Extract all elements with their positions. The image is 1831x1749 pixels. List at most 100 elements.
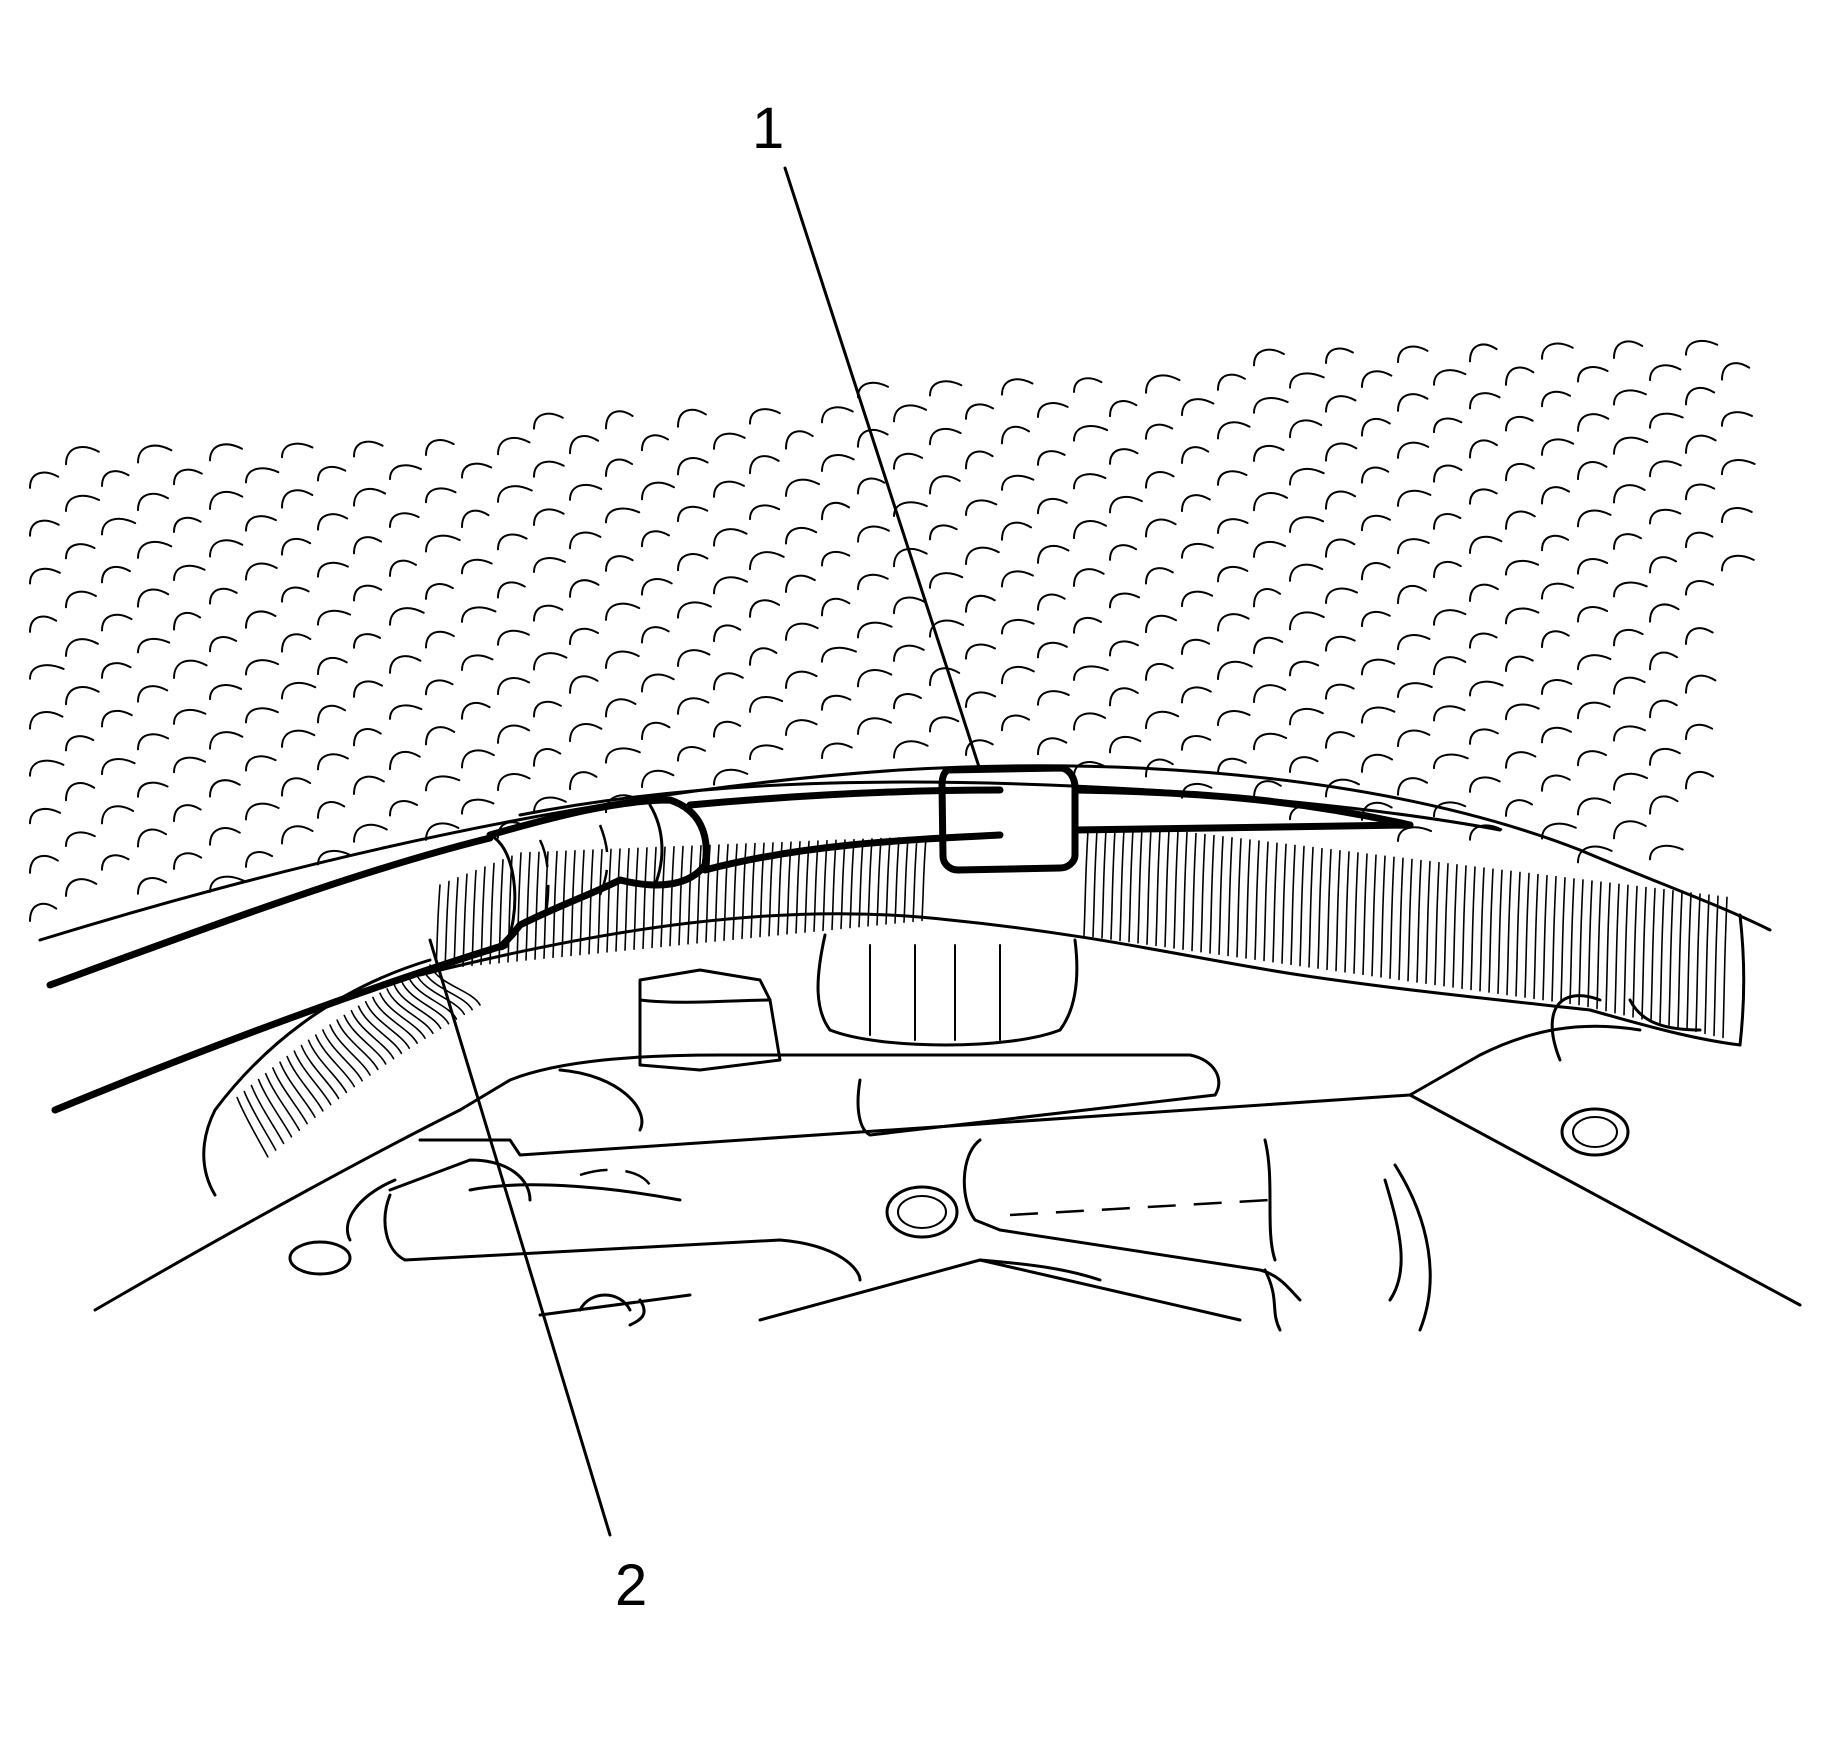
carpet-scallop xyxy=(677,746,706,762)
conduit-rib xyxy=(1281,843,1287,964)
carpet-scallop xyxy=(245,755,277,772)
conduit-rib xyxy=(1245,839,1251,959)
conduit-rib xyxy=(314,1034,356,1088)
carpet-scallop xyxy=(1721,459,1756,476)
carpet-scallop xyxy=(1541,438,1575,456)
carpet-scallop xyxy=(1685,723,1714,741)
carpet-scallop xyxy=(893,404,928,423)
conduit-left-curl xyxy=(202,958,432,1197)
carpet-scallop xyxy=(1397,729,1431,748)
carpet-scallop xyxy=(1001,425,1030,445)
carpet-scallop xyxy=(101,709,133,728)
carpet-scallop xyxy=(1037,690,1070,706)
conduit-rib xyxy=(723,843,729,941)
carpet-scallop xyxy=(1505,799,1534,817)
carpet-scallop xyxy=(281,537,312,556)
conduit-rib xyxy=(414,972,466,1016)
carpet-scallop xyxy=(1325,587,1358,605)
conduit-rib xyxy=(357,1005,403,1055)
conduit-rib xyxy=(1695,893,1701,1033)
conduit-rib xyxy=(343,1014,387,1065)
carpet-scallop xyxy=(785,719,818,737)
carpet-scallop xyxy=(677,601,712,619)
carpet-scallop xyxy=(1217,518,1249,534)
carpet-scallop xyxy=(533,652,568,671)
carpet-scallop xyxy=(497,724,531,744)
carpet-scallop xyxy=(857,381,889,399)
carpet-scallop xyxy=(1109,544,1138,561)
carpet-scallop xyxy=(1649,844,1684,861)
carpet-scallop xyxy=(65,590,97,609)
carpet-scallop xyxy=(1505,416,1534,432)
corrugated-conduit xyxy=(236,827,1728,1158)
carpet-scallop xyxy=(1577,413,1610,432)
carpet-scallop xyxy=(569,435,600,455)
carpet-scallop xyxy=(353,488,387,507)
conduit-rib xyxy=(1353,852,1359,974)
carpet-scallop xyxy=(461,606,497,623)
carpet-scallop xyxy=(821,454,855,472)
cable-boot xyxy=(486,796,710,951)
carpet-scallop xyxy=(605,410,634,430)
carpet-scallop xyxy=(1109,495,1143,514)
carpet-scallop xyxy=(1181,494,1211,513)
carpet-scallop xyxy=(1613,772,1649,791)
conduit-rib xyxy=(633,847,639,950)
carpet-scallop xyxy=(785,574,816,594)
carpet-scallop xyxy=(1181,686,1212,704)
carpet-scallop xyxy=(533,508,565,527)
carpet-scallop xyxy=(101,805,135,825)
carpet-scallop xyxy=(1613,340,1644,360)
conduit-rib xyxy=(1344,851,1350,973)
conduit-rib xyxy=(1515,871,1521,997)
conduit-rib xyxy=(329,1024,371,1076)
carpet-scallop xyxy=(389,607,425,626)
carpet-scallop xyxy=(1361,370,1393,388)
carpet-scallop xyxy=(1181,398,1215,417)
carpet-scallop xyxy=(1541,582,1575,600)
conduit-rib xyxy=(1308,846,1314,968)
carpet-scallop xyxy=(137,877,168,895)
conduit-rib xyxy=(444,880,450,969)
carpet-scallop xyxy=(497,773,531,792)
carpet-scallop xyxy=(1397,634,1431,651)
conduit-rib xyxy=(1659,888,1665,1024)
carpet-scallop xyxy=(317,609,352,626)
carpet-scallop xyxy=(1541,534,1570,552)
carpet-scallop xyxy=(641,769,675,789)
carpet-scallop xyxy=(713,480,746,498)
carpet-scallop xyxy=(173,516,202,533)
conduit-rib xyxy=(1110,828,1116,940)
conduit-rib xyxy=(1155,828,1161,947)
carpet-scallop xyxy=(317,561,349,578)
carpet-scallop xyxy=(821,597,851,617)
carpet-scallop xyxy=(749,455,780,475)
carpet-scallop xyxy=(1505,510,1536,530)
carpet-scallop xyxy=(1541,390,1572,408)
carpet-scallop xyxy=(749,504,781,521)
carpet-scallop xyxy=(1577,845,1613,864)
conduit-rib xyxy=(1272,842,1278,963)
carpet-scallop xyxy=(317,513,349,531)
carpet-scallop xyxy=(1289,516,1325,534)
carpet-scallop xyxy=(425,583,454,600)
carpet-scallop xyxy=(281,682,317,700)
carpet-scallop xyxy=(929,716,960,733)
carpet-scallop xyxy=(749,696,784,713)
carpet-scallop xyxy=(1469,392,1501,410)
carpet-scallop xyxy=(173,468,203,486)
carpet-scallop xyxy=(1289,419,1323,439)
carpet-scallop xyxy=(1649,651,1678,671)
carpet-scallop xyxy=(1253,444,1285,462)
carpet-scallop xyxy=(1181,735,1212,751)
carpet-scallop xyxy=(1577,558,1609,575)
carpet-scallop xyxy=(1469,583,1499,603)
conduit-rib xyxy=(912,836,918,923)
carpet-scallop xyxy=(461,701,491,720)
carpet-scallop xyxy=(1505,655,1534,673)
carpet-scallop xyxy=(1397,826,1433,842)
carpet-scallop xyxy=(929,524,958,541)
carpet-scallop xyxy=(533,412,564,430)
conduit-rib xyxy=(1479,867,1485,992)
carpet-scallop xyxy=(1073,665,1109,681)
